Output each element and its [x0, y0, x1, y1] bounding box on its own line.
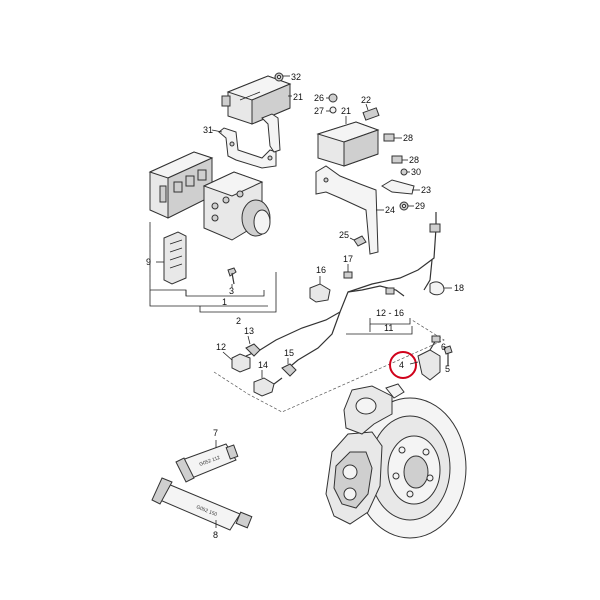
callout-16[interactable]: 16	[316, 265, 326, 275]
callout-9[interactable]: 9	[146, 257, 151, 267]
callout-21-upper[interactable]: 21	[293, 92, 303, 102]
clip-25[interactable]	[353, 235, 367, 247]
callout-5[interactable]: 5	[445, 364, 450, 374]
steering-knuckle[interactable]	[343, 383, 405, 435]
bracket-line-2	[199, 272, 277, 313]
connector-9[interactable]	[163, 231, 187, 285]
sensor-connector-top[interactable]	[429, 212, 441, 233]
bolt-3[interactable]	[227, 267, 237, 285]
connector-16[interactable]	[309, 283, 331, 303]
callout-2[interactable]: 2	[236, 316, 241, 326]
callout-28-lower[interactable]: 28	[409, 155, 419, 165]
connector-14[interactable]	[253, 377, 283, 397]
callout-8[interactable]: 8	[213, 530, 218, 540]
callout-27[interactable]: 27	[314, 106, 324, 116]
callout-labels: 32 21 26 22 27 21 31 28 28 30 23 24 29 2…	[146, 72, 464, 540]
washer-27[interactable]	[329, 106, 337, 114]
callout-32[interactable]: 32	[291, 72, 301, 82]
callout-14[interactable]: 14	[258, 360, 268, 370]
callout-29[interactable]: 29	[415, 201, 425, 211]
callout-30[interactable]: 30	[411, 167, 421, 177]
grease-tube-8[interactable]: G052 150	[151, 477, 253, 531]
bolt-28b[interactable]	[391, 155, 403, 164]
bolt-28a[interactable]	[383, 133, 395, 142]
callout-22[interactable]: 22	[361, 95, 371, 105]
connector-15[interactable]	[281, 363, 297, 377]
bolt-22[interactable]	[362, 107, 380, 121]
callout-12[interactable]: 12	[216, 342, 226, 352]
bracket-line-1	[185, 290, 265, 297]
screw-30[interactable]	[400, 168, 408, 176]
connector-12[interactable]	[231, 353, 251, 373]
callout-25[interactable]: 25	[339, 230, 349, 240]
hydraulic-unit[interactable]	[202, 171, 271, 241]
clip-17[interactable]	[343, 271, 353, 279]
control-module-upper[interactable]	[221, 75, 292, 125]
callout-13[interactable]: 13	[244, 326, 254, 336]
callout-12-16[interactable]: 12 - 16	[376, 308, 404, 318]
callout-23[interactable]: 23	[421, 185, 431, 195]
callout-7[interactable]: 7	[213, 428, 218, 438]
callout-18[interactable]: 18	[454, 283, 464, 293]
callout-26[interactable]: 26	[314, 93, 324, 103]
callout-1[interactable]: 1	[222, 297, 227, 307]
callout-6[interactable]: 6	[441, 342, 446, 352]
bolt-26[interactable]	[328, 93, 338, 103]
callout-15[interactable]: 15	[284, 348, 294, 358]
connector-13[interactable]	[245, 343, 261, 357]
highlight-circle	[389, 351, 417, 379]
bracket-line-12-16	[369, 318, 411, 325]
bracket-23[interactable]	[381, 179, 415, 195]
callout-11[interactable]: 11	[384, 323, 393, 333]
wiring-harness[interactable]	[245, 227, 437, 371]
callout-31[interactable]: 31	[203, 125, 213, 135]
brake-caliper[interactable]	[325, 431, 383, 525]
control-module-right[interactable]	[316, 121, 380, 167]
bracket-31-right[interactable]	[261, 113, 281, 153]
clip-18[interactable]	[429, 281, 445, 296]
bracket-24[interactable]	[315, 165, 379, 255]
clip-12-16[interactable]	[385, 287, 395, 295]
callout-4[interactable]: 4	[399, 360, 404, 370]
callout-24[interactable]: 24	[385, 205, 395, 215]
leader-lines	[156, 75, 452, 528]
bracket-31[interactable]	[218, 127, 277, 169]
callout-28-upper[interactable]: 28	[403, 133, 413, 143]
callout-21-right[interactable]: 21	[341, 106, 351, 116]
abs-control-unit[interactable]	[148, 151, 214, 219]
nut-32[interactable]	[274, 72, 284, 82]
callout-17[interactable]: 17	[343, 254, 353, 264]
wheel-hub-assembly[interactable]	[353, 397, 467, 539]
grease-tube-7[interactable]: G052 112	[175, 443, 239, 483]
callout-3[interactable]: 3	[229, 286, 234, 296]
nut-29[interactable]	[399, 201, 409, 211]
wheel-speed-sensor[interactable]	[417, 335, 441, 381]
